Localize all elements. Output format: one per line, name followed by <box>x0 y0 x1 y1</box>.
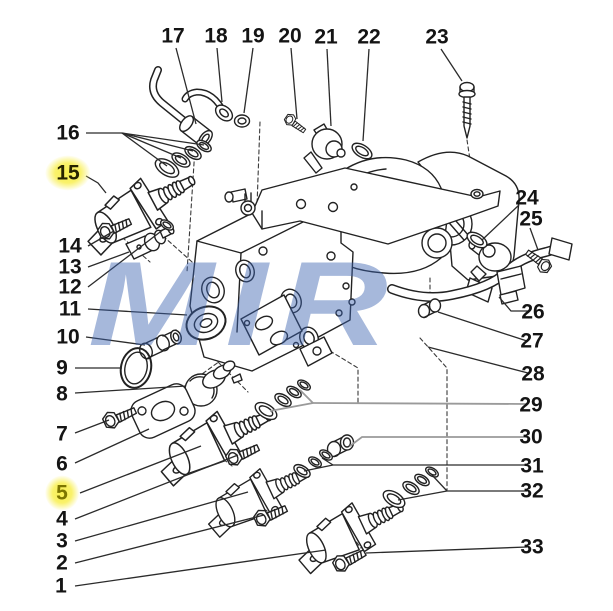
callout-33: 33 <box>520 535 544 559</box>
bushing-30 <box>328 435 354 457</box>
leader-line-31 <box>321 457 334 466</box>
leader-line-26 <box>498 296 528 312</box>
leader-line-6 <box>74 428 150 464</box>
leader-line-3 <box>74 491 249 542</box>
o-ring-24 <box>464 229 489 251</box>
hose-18 <box>185 92 235 124</box>
leader-line-19 <box>243 47 254 114</box>
leader-line-16 <box>121 132 168 167</box>
plug-27 <box>419 299 441 318</box>
o-ring-set-29 <box>252 378 312 423</box>
leader-line-30 <box>349 436 527 447</box>
o-ring-22 <box>349 140 374 162</box>
leader-line-21 <box>326 48 332 127</box>
bolt-23 <box>459 83 475 139</box>
callout-18: 18 <box>204 24 228 48</box>
leader-line-16 <box>121 132 182 159</box>
callout-3: 3 <box>56 529 68 553</box>
callout-31: 31 <box>520 454 544 478</box>
callout-7: 7 <box>56 422 68 446</box>
leader-line-31 <box>303 464 334 472</box>
leader-line-5 <box>79 445 202 494</box>
callout-30: 30 <box>519 425 543 449</box>
callout-28: 28 <box>521 362 545 386</box>
callout-5: 5 <box>45 475 79 511</box>
leader-line-1 <box>74 549 327 587</box>
nut-19 <box>235 115 250 127</box>
callout-23: 23 <box>425 25 449 49</box>
callout-2: 2 <box>56 551 68 575</box>
valve-block <box>190 190 355 371</box>
callout-leader-lines <box>74 47 539 587</box>
o-ring-set-16 <box>152 138 213 181</box>
leader-line-17 <box>175 47 197 125</box>
callout-26: 26 <box>521 300 545 324</box>
flange-6 <box>127 380 198 442</box>
leader-line-18 <box>216 47 223 103</box>
leader-line-2 <box>74 514 265 564</box>
hose-17 <box>153 70 215 149</box>
callout-22: 22 <box>357 25 381 49</box>
leader-line-20 <box>290 47 298 120</box>
o-ring-set-32 <box>380 465 440 511</box>
callout-4: 4 <box>56 507 68 531</box>
leader-line-7 <box>74 419 110 434</box>
leader-line-32 <box>397 490 448 501</box>
grooved-seal-11 <box>181 301 230 346</box>
callout-24: 24 <box>515 186 539 210</box>
solenoid-valve-21 <box>304 124 345 173</box>
callout-12: 12 <box>58 275 82 299</box>
callout-15: 15 <box>45 155 91 191</box>
leader-line-29 <box>269 402 314 412</box>
leader-line-32 <box>431 474 448 492</box>
o-ring-set-31 <box>292 448 334 480</box>
mounting-bracket <box>252 168 500 244</box>
leader-line-28 <box>427 346 529 374</box>
callout-25: 25 <box>519 207 543 231</box>
leader-line-11 <box>87 308 188 316</box>
leader-line-27 <box>437 311 528 342</box>
callout-9: 9 <box>56 356 68 380</box>
callout-16: 16 <box>56 121 80 145</box>
leader-line-24 <box>481 204 520 241</box>
callout-32: 32 <box>520 479 544 503</box>
leader-line-14 <box>87 230 115 247</box>
leader-line-4 <box>74 454 239 520</box>
leader-line-29 <box>299 389 314 404</box>
leader-line-16 <box>121 132 194 152</box>
callout-13: 13 <box>58 255 82 279</box>
callout-19: 19 <box>241 24 265 48</box>
o-ring-9 <box>117 345 155 390</box>
solenoid-valve-26 <box>469 241 525 304</box>
block-top-fitting <box>225 189 255 215</box>
leader-line-33 <box>365 546 528 554</box>
leader-line-8 <box>74 385 187 394</box>
screw-20 <box>282 111 309 136</box>
callout-17: 17 <box>161 24 185 48</box>
leader-line-22 <box>362 48 370 142</box>
leader-line-16 <box>121 132 205 146</box>
callout-6: 6 <box>56 452 68 476</box>
leader-line-29 <box>312 402 528 405</box>
callout-27: 27 <box>520 329 544 353</box>
leader-line-13 <box>87 251 130 268</box>
leader-line-25 <box>529 227 539 251</box>
callout-20: 20 <box>278 24 302 48</box>
outlet-pipe <box>392 238 572 297</box>
leader-line-23 <box>440 48 463 82</box>
leader-line-12 <box>87 228 165 288</box>
leader-line-10 <box>85 336 146 346</box>
callout-8: 8 <box>56 382 68 406</box>
callout-14: 14 <box>58 234 82 258</box>
poppet-valve-8 <box>185 359 242 406</box>
callout-11: 11 <box>58 297 82 321</box>
callout-21: 21 <box>314 25 338 49</box>
callout-10: 10 <box>56 325 80 349</box>
callout-1: 1 <box>55 574 67 598</box>
callout-29: 29 <box>519 393 543 417</box>
leader-line-15 <box>85 175 107 194</box>
o-ring-12 <box>159 218 175 232</box>
